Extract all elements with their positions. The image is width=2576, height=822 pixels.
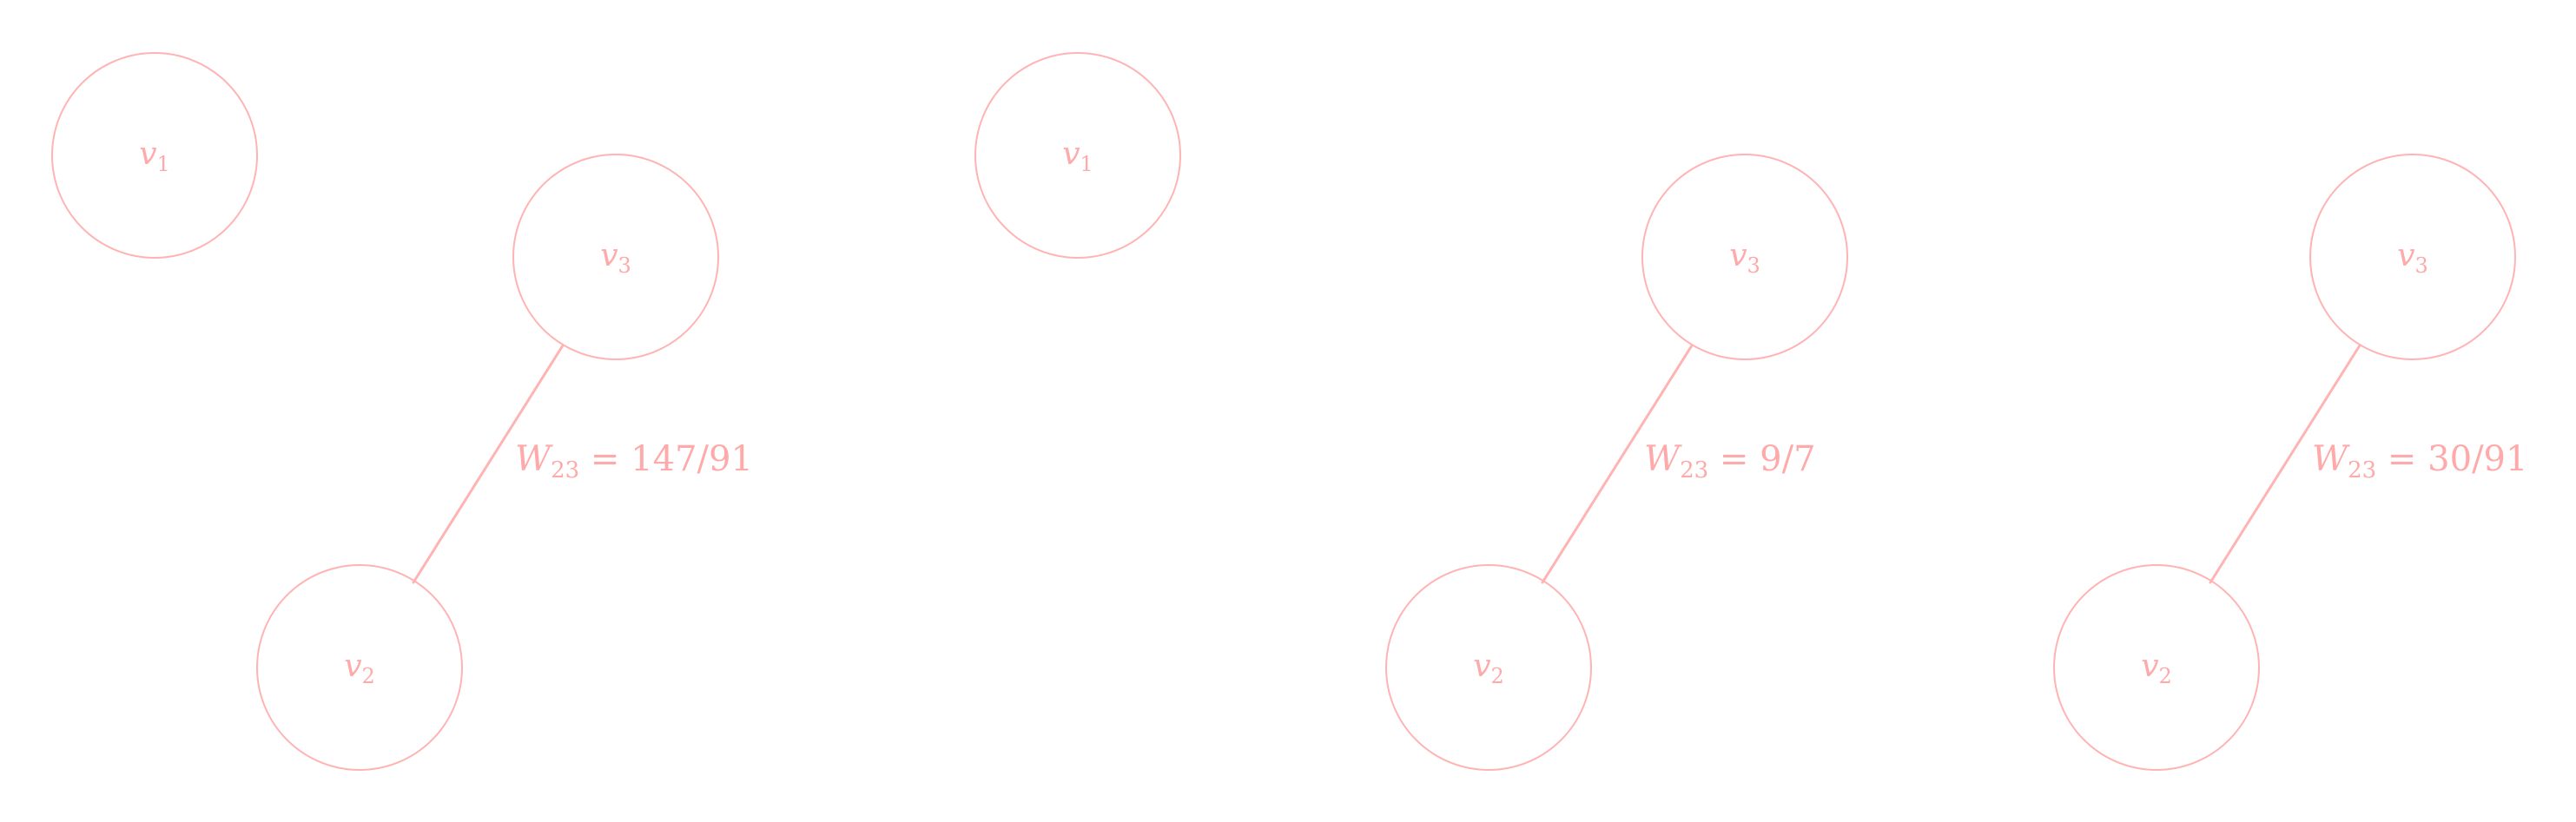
node-label: v2 bbox=[1473, 648, 1504, 688]
node-v2: v2 bbox=[1385, 564, 1592, 771]
edge-weight-label: W23 = 9/7 bbox=[1644, 439, 1816, 483]
node-label: v3 bbox=[600, 238, 631, 278]
node-v3: v3 bbox=[2309, 154, 2516, 360]
graph-4: v3 v2 W23 = 30/91 bbox=[2053, 154, 2527, 771]
edge-weight-label: W23 = 30/91 bbox=[2312, 439, 2527, 483]
node-label: v1 bbox=[1062, 136, 1093, 176]
node-label: v2 bbox=[344, 648, 375, 688]
node-v3: v3 bbox=[1641, 154, 1848, 360]
graph-3: v3 v2 W23 = 9/7 bbox=[1385, 154, 1848, 771]
edge-v2-v3 bbox=[2209, 344, 2361, 584]
node-v2: v2 bbox=[2053, 564, 2260, 771]
graph-2: v1 bbox=[974, 52, 1181, 259]
node-v3: v3 bbox=[512, 154, 719, 360]
graph-1: v1 v3 v2 W23 = 147/91 bbox=[51, 52, 753, 771]
node-v2: v2 bbox=[256, 564, 463, 771]
node-label: v3 bbox=[1729, 238, 1760, 278]
node-label: v2 bbox=[2141, 648, 2172, 688]
node-label: v1 bbox=[139, 136, 170, 176]
node-label: v3 bbox=[2397, 238, 2428, 278]
edge-weight-label: W23 = 147/91 bbox=[515, 439, 753, 483]
edge-v2-v3 bbox=[1541, 344, 1694, 584]
node-v1: v1 bbox=[974, 52, 1181, 259]
node-v1: v1 bbox=[51, 52, 258, 259]
edge-v2-v3 bbox=[412, 344, 565, 584]
